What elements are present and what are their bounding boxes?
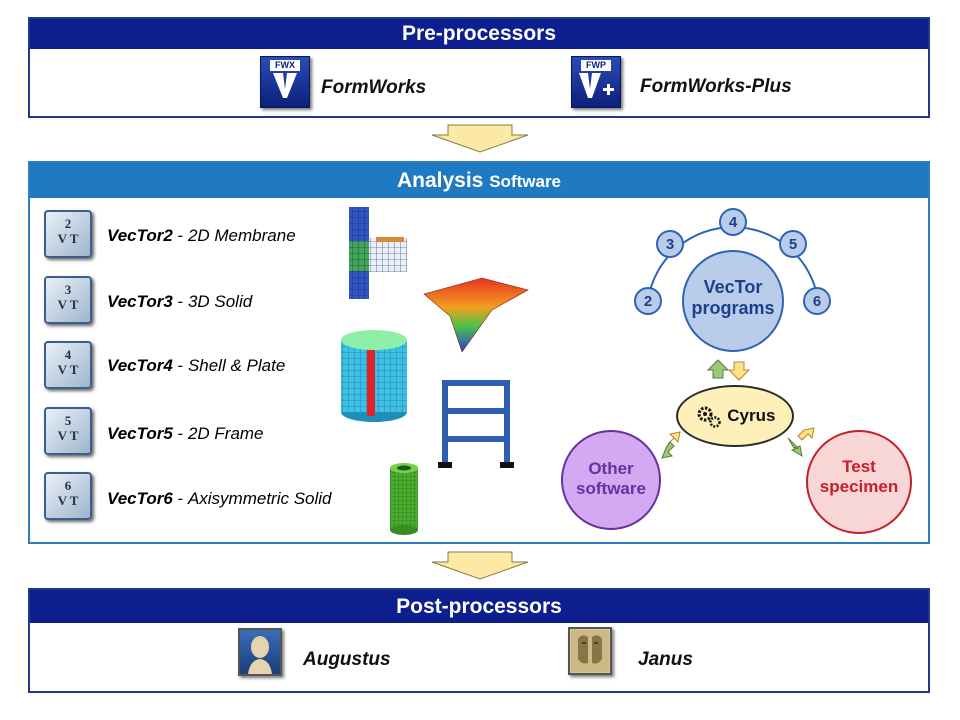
vector-programs-label-2: programs — [691, 298, 775, 318]
number-node-4: 4 — [719, 208, 747, 236]
analysis-title-main: Analysis — [396, 169, 484, 192]
solid-model-image — [423, 277, 529, 353]
postprocessors-title: Post-processors — [30, 590, 928, 623]
formworks-plus-label[interactable]: FormWorks-Plus — [640, 76, 792, 97]
other-software-label-1: Other — [588, 459, 634, 478]
vector-programs-node[interactable]: VecTor programs — [682, 250, 784, 352]
postprocessors-panel: Post-processors Augustus Janus — [28, 588, 930, 693]
vector-programs-label-1: VecTor — [703, 277, 763, 297]
preprocessors-panel: Pre-processors FWX FormWorks FWP FormWor… — [28, 17, 930, 118]
gears-icon — [695, 406, 728, 428]
vector6-desc: Axisymmetric Solid — [187, 489, 332, 508]
formworks-plus-logo-text: FWP — [581, 60, 611, 71]
vector4-row[interactable]: VecTor4 - Shell & Plate — [107, 356, 285, 376]
vector4-cube-digit: 4 — [64, 347, 72, 362]
vector5-row[interactable]: VecTor5 - 2D Frame — [107, 424, 264, 444]
vector6-row[interactable]: VecTor6 - Axisymmetric Solid — [107, 489, 332, 509]
frame-model-image — [438, 380, 514, 468]
augustus-portrait-icon[interactable] — [238, 628, 282, 676]
vector2-row[interactable]: VecTor2 - 2D Membrane — [107, 226, 296, 246]
vector3-name: VecTor3 — [107, 292, 173, 311]
shell-model-image — [341, 330, 407, 422]
cyrus-node[interactable]: Cyrus — [676, 385, 794, 447]
vector6-name: VecTor6 — [107, 489, 173, 508]
number-node-2: 2 — [634, 287, 662, 315]
vector3-row[interactable]: VecTor3 - 3D Solid — [107, 292, 252, 312]
vector5-name: VecTor5 — [107, 424, 173, 443]
formworks-v-glyph — [273, 73, 297, 98]
vector3-cube-digit: 3 — [64, 282, 72, 297]
axisymmetric-model-image — [390, 463, 418, 535]
membrane-model-image — [349, 207, 407, 299]
vector4-separator: - — [172, 356, 188, 375]
formworks-plus-logo-icon[interactable]: FWP — [571, 56, 621, 108]
formworks-logo-icon[interactable]: FWX — [260, 56, 310, 108]
analysis-title: Analysis Software — [30, 163, 928, 198]
formworks-plus-v-glyph — [579, 73, 614, 98]
number-node-5: 5 — [779, 230, 807, 258]
number-node-6: 6 — [803, 287, 831, 315]
flow-arrow-down-1 — [431, 124, 529, 153]
vector2-name: VecTor2 — [107, 226, 173, 245]
janus-label[interactable]: Janus — [638, 649, 693, 670]
vector4-name: VecTor4 — [107, 356, 173, 375]
vector5-desc: 2D Frame — [187, 424, 264, 443]
other-software-label-2: software — [576, 479, 646, 498]
vector3-separator: - — [172, 292, 188, 311]
vector2-cube-digit: 2 — [64, 216, 72, 231]
test-specimen-label-1: Test — [842, 457, 876, 476]
flow-arrow-down-2 — [431, 551, 529, 580]
formworks-label[interactable]: FormWorks — [321, 77, 427, 98]
augustus-label[interactable]: Augustus — [303, 649, 391, 670]
test-specimen-node[interactable]: Test specimen — [806, 430, 912, 534]
test-specimen-label-2: specimen — [819, 477, 899, 496]
vector3-desc: 3D Solid — [187, 292, 253, 311]
janus-coin-icon[interactable] — [568, 627, 612, 675]
other-software-node[interactable]: Other software — [561, 430, 661, 530]
vector4-desc: Shell & Plate — [187, 356, 286, 375]
vector5-cube-digit: 5 — [64, 413, 72, 428]
vector2-desc: 2D Membrane — [187, 226, 296, 245]
vector6-separator: - — [172, 489, 188, 508]
cyrus-label: Cyrus — [727, 406, 776, 425]
vector6-cube-digit: 6 — [64, 478, 72, 493]
preprocessors-title: Pre-processors — [30, 19, 928, 49]
analysis-title-small: Software — [489, 172, 562, 191]
number-node-3: 3 — [656, 230, 684, 258]
formworks-logo-text: FWX — [270, 60, 300, 71]
vector5-separator: - — [172, 424, 188, 443]
vector2-separator: - — [172, 226, 188, 245]
analysis-panel: Analysis Software — [28, 161, 930, 544]
